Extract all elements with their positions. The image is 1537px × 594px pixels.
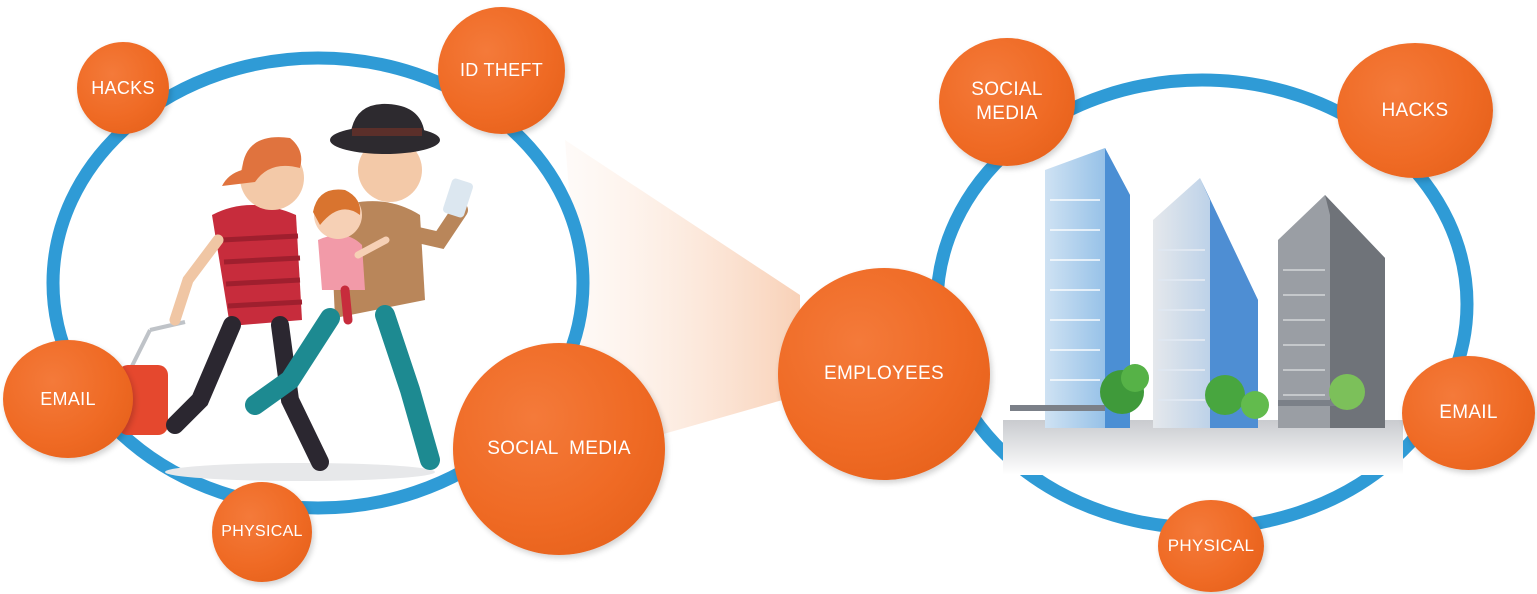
- left-ring: [46, 51, 590, 515]
- right-node-email[interactable]: EMAIL: [1402, 356, 1535, 470]
- family-travelers-icon: [118, 103, 473, 481]
- right-node-social-media-label: SOCIAL MEDIA: [971, 79, 1043, 124]
- right-node-physical[interactable]: PHYSICAL: [1158, 500, 1264, 592]
- left-node-physical[interactable]: PHYSICAL: [212, 482, 312, 582]
- left-node-id-theft[interactable]: ID THEFT: [438, 7, 565, 134]
- left-node-hacks-label: HACKS: [91, 77, 155, 98]
- right-node-social-media[interactable]: SOCIAL MEDIA: [939, 38, 1075, 166]
- left-node-email[interactable]: EMAIL: [3, 340, 133, 458]
- right-node-email-label: EMAIL: [1439, 402, 1498, 424]
- office-buildings-icon: [1003, 148, 1403, 475]
- left-node-hacks[interactable]: HACKS: [77, 42, 169, 134]
- left-node-social-media[interactable]: SOCIAL MEDIA: [453, 343, 665, 555]
- left-node-email-label: EMAIL: [40, 388, 96, 409]
- left-node-id-theft-label: ID THEFT: [459, 60, 544, 81]
- center-node-employees[interactable]: EMPLOYEES: [778, 268, 990, 480]
- right-node-hacks-label: HACKS: [1381, 99, 1449, 121]
- center-node-employees-label: EMPLOYEES: [824, 363, 944, 385]
- left-node-physical-label: PHYSICAL: [221, 523, 303, 540]
- right-node-physical-label: PHYSICAL: [1167, 536, 1255, 556]
- left-node-social-media-label: SOCIAL MEDIA: [487, 438, 631, 460]
- right-node-hacks[interactable]: HACKS: [1337, 43, 1493, 178]
